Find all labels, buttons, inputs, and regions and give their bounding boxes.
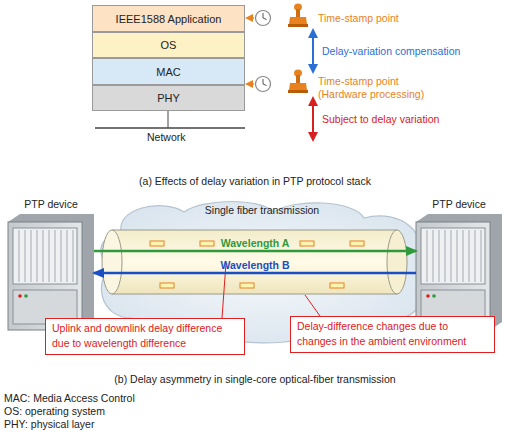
- edge-label: Wavelength A: [221, 237, 290, 249]
- tube-end: [102, 230, 122, 294]
- rack-panel: [13, 228, 77, 284]
- callout-box: Uplink and downlink delay difference due…: [45, 318, 245, 355]
- illustration-part: [256, 77, 271, 92]
- device-heading: PTP device: [0, 198, 114, 210]
- ptp-device: PTP device: [8, 214, 94, 330]
- illustration-part: [150, 241, 164, 246]
- variation-arrow: [312, 98, 314, 140]
- compensation-arrow: [312, 30, 314, 72]
- timestamp-label: Time-stamp point: [318, 12, 399, 24]
- rack-slots: [427, 230, 481, 282]
- rack-led: [432, 294, 436, 298]
- wavelength-arrow: [94, 272, 416, 275]
- tube-body: [112, 230, 397, 294]
- wire: [95, 127, 245, 129]
- ptp-rack: [416, 214, 502, 330]
- illustration-part: [240, 283, 254, 288]
- edge-label: Wavelength B: [220, 259, 289, 271]
- illustration-part: [350, 241, 364, 246]
- rack-led: [18, 294, 22, 298]
- timestamp-label: Time-stamp point: [318, 75, 399, 87]
- cloud-heading: Single fiber transmission: [92, 204, 432, 216]
- stack-layer-box: MAC: [92, 58, 245, 85]
- rack-front: [416, 222, 490, 330]
- rack-led: [24, 294, 28, 298]
- rack-side: [416, 214, 502, 330]
- rack-side: [8, 214, 94, 330]
- rack-slots: [19, 230, 73, 282]
- rack-front: [8, 222, 82, 330]
- tube-edge: [112, 230, 397, 231]
- network-wire: [95, 111, 245, 128]
- illustration-part: [263, 18, 267, 20]
- network-label: Network: [147, 131, 186, 143]
- stack-layer-box: OS: [92, 32, 245, 58]
- layer-name: IEEE1588 Application: [116, 13, 222, 25]
- abbreviation-note: OS: operating system: [4, 405, 105, 417]
- layer-name: MAC: [156, 66, 180, 78]
- illustration-part: [256, 11, 271, 26]
- wavelength-arrow: [94, 250, 416, 253]
- illustration-part: [296, 9, 300, 17]
- illustration-part: [296, 75, 300, 83]
- ptp-rack: [8, 214, 94, 330]
- illustration-part: [288, 90, 308, 93]
- illustration-part: [263, 84, 267, 86]
- illustration-part: [288, 24, 308, 27]
- illustration-part: [300, 241, 314, 246]
- device-heading: PTP device: [396, 198, 510, 210]
- layer-name: PHY: [157, 92, 180, 104]
- illustration-part: [200, 241, 214, 246]
- rack-led: [426, 294, 430, 298]
- callout-text: Uplink and downlink delay difference due…: [52, 321, 238, 351]
- illustration-part: [330, 283, 344, 288]
- illustration-part: [289, 17, 307, 24]
- figure-caption: (a) Effects of delay variation in PTP pr…: [5, 175, 505, 187]
- clock-icon: [256, 77, 271, 92]
- fiber-tube: [102, 230, 407, 294]
- stamp-arrow: [247, 83, 254, 85]
- illustration-part: [160, 283, 174, 288]
- layer-name: OS: [161, 39, 177, 51]
- illustration-part: [263, 79, 264, 84]
- clock-icon: [256, 11, 271, 26]
- stamp-icon: [288, 4, 308, 28]
- stack-layer-box: PHY: [92, 85, 245, 111]
- ptp-device: PTP device: [416, 214, 502, 330]
- callout-text: Delay-difference changes due to changes …: [297, 319, 488, 349]
- variation-label: Subject to delay variation: [322, 113, 439, 125]
- illustration-part: [289, 83, 307, 90]
- stamp-arrow: [247, 17, 254, 19]
- abbreviation-note: MAC: Media Access Control: [4, 392, 135, 404]
- stamp-icon: [288, 70, 308, 94]
- compensation-label: Delay-variation compensation: [322, 45, 460, 57]
- rack-panel: [421, 228, 485, 284]
- figure-caption: (b) Delay asymmetry in single-core optic…: [5, 373, 505, 385]
- tube-edge: [112, 294, 397, 295]
- abbreviation-note: PHY: physical layer: [4, 418, 94, 430]
- timestamp-note: (Hardware processing): [318, 88, 424, 100]
- stack-layer-box: IEEE1588 Application: [92, 5, 245, 32]
- wire: [168, 111, 169, 128]
- illustration-part: [263, 13, 264, 18]
- tube-end: [387, 230, 407, 294]
- callout-box: Delay-difference changes due to changes …: [290, 316, 495, 353]
